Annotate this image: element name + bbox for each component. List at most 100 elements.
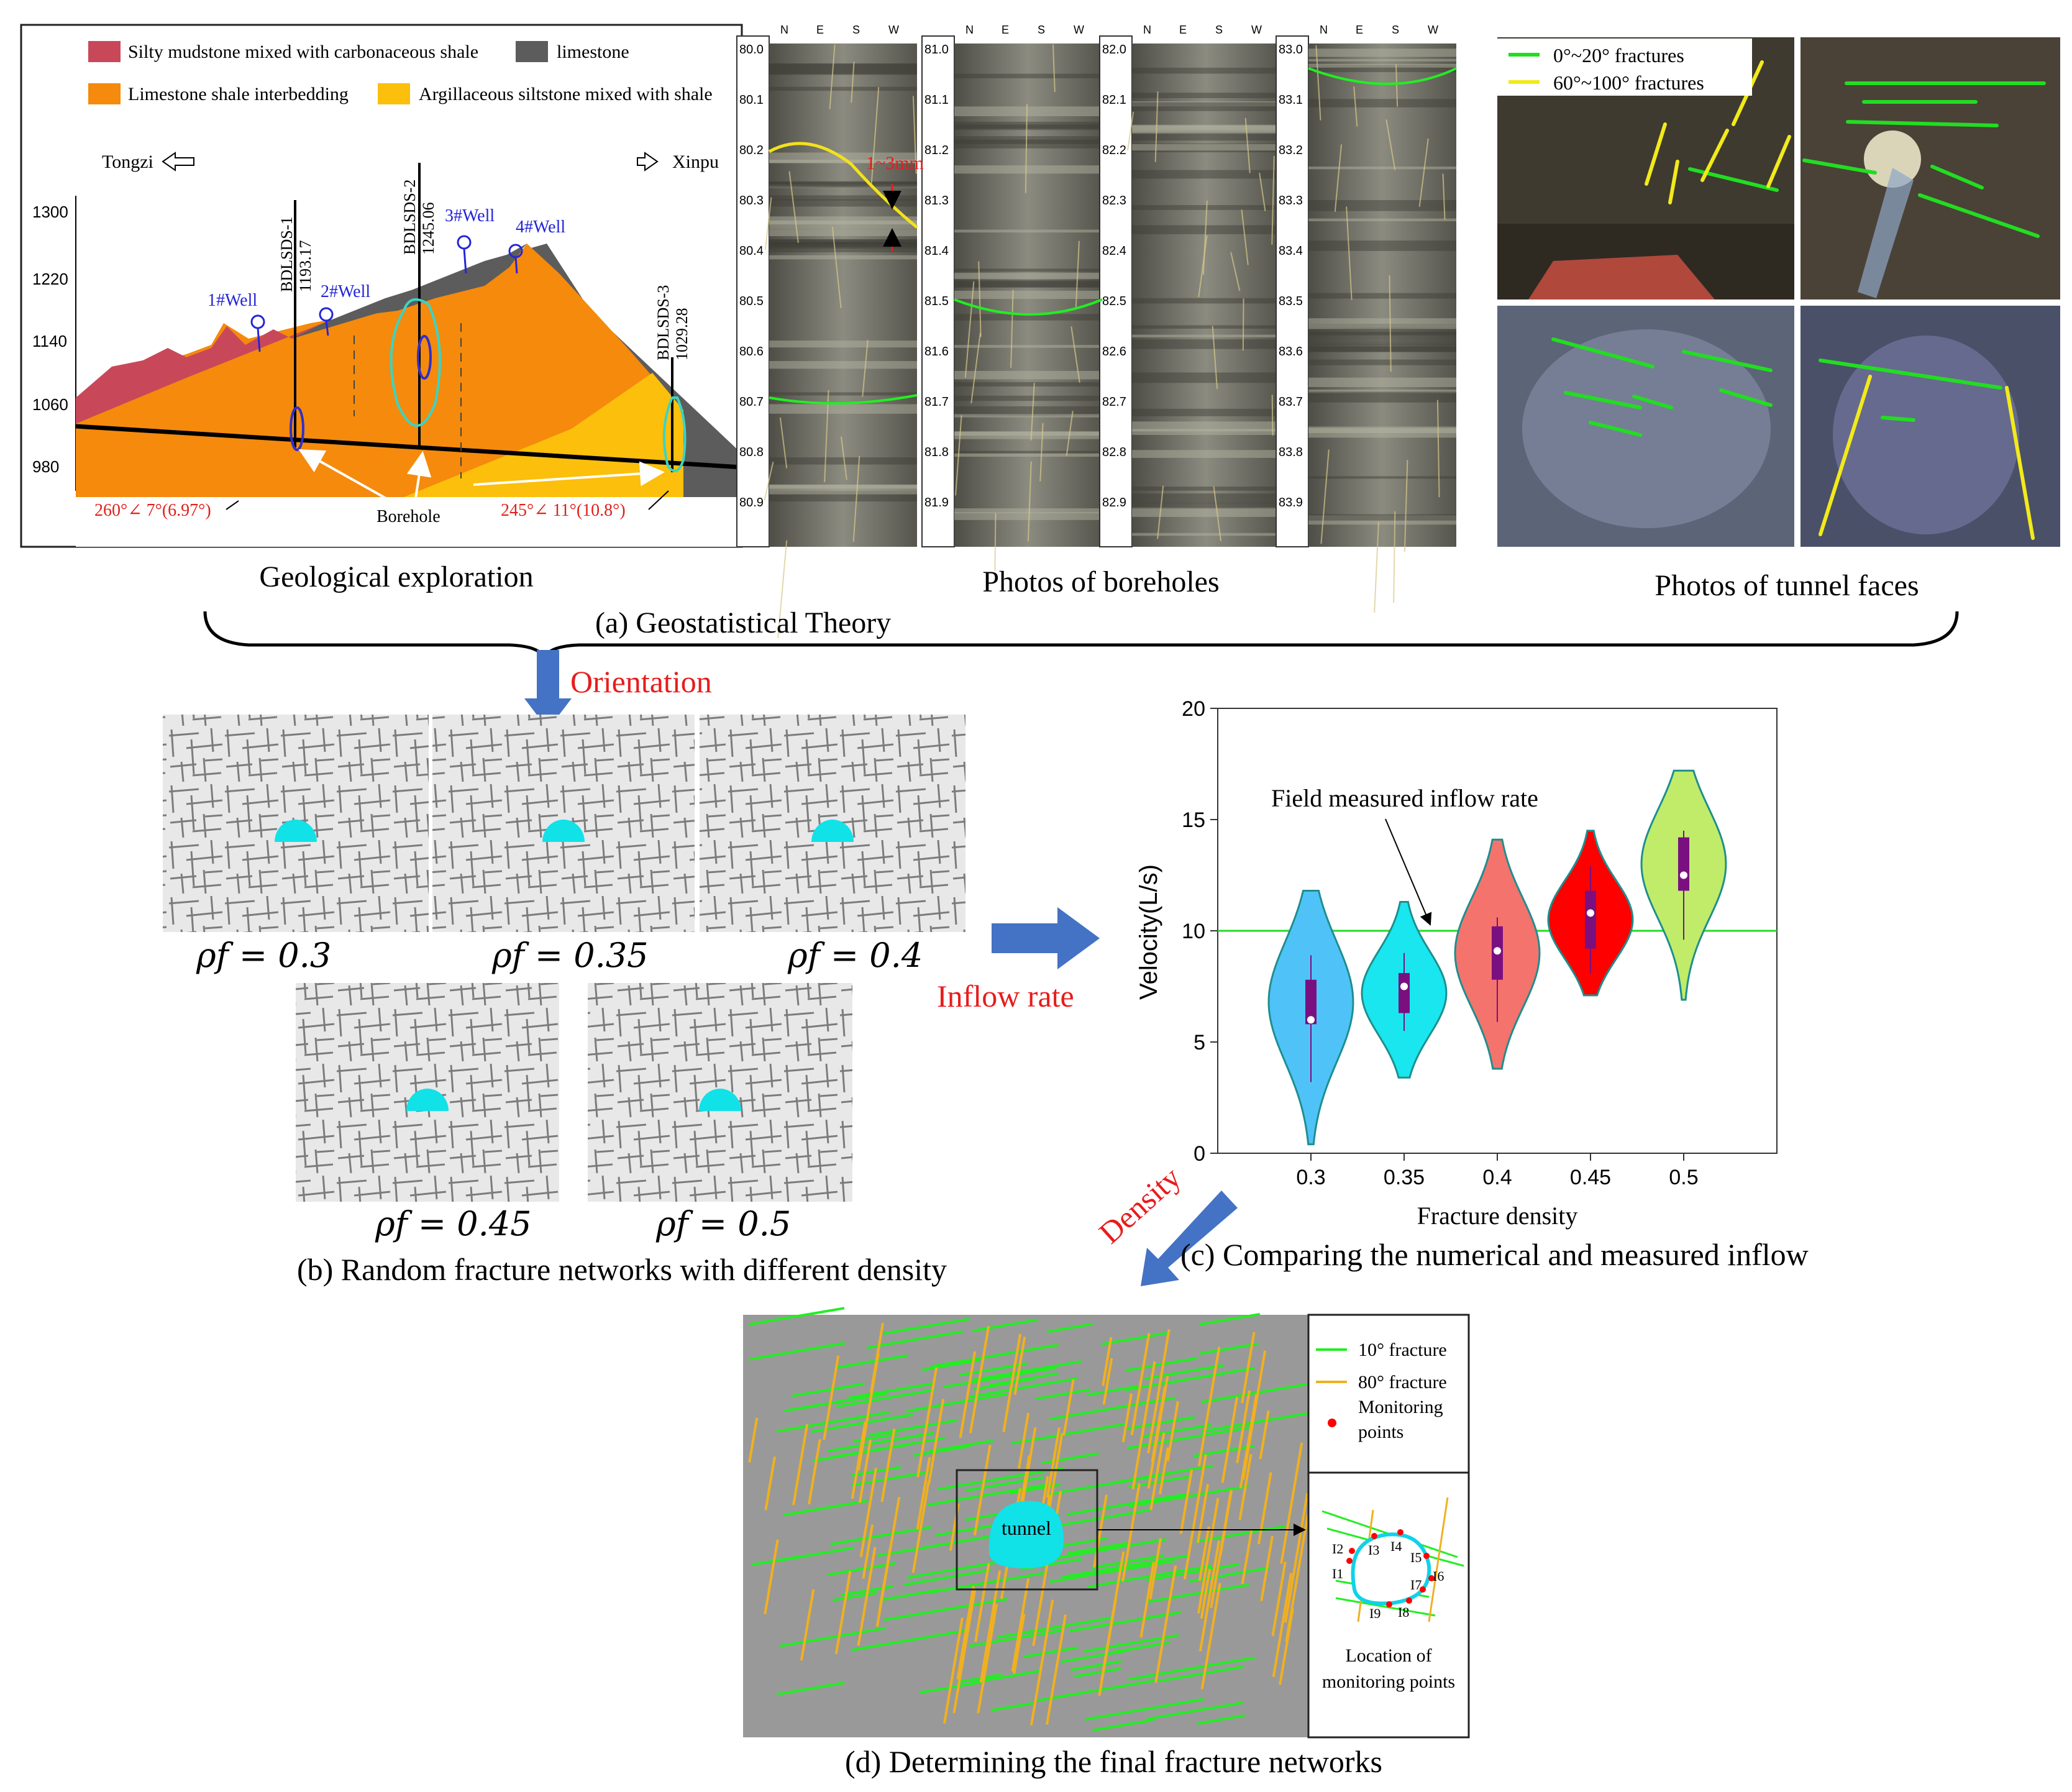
fracture-80deg [1046, 1427, 1061, 1498]
geology-caption: Geological exploration [259, 560, 533, 593]
fracture-80deg [1197, 1484, 1210, 1543]
depth-tick: 82.6 [1102, 345, 1126, 359]
monitoring-label-7: I7 [1410, 1577, 1422, 1593]
fracture-10deg [930, 1343, 1059, 1368]
fracture-10deg [1036, 1538, 1167, 1563]
fracture-10deg [1198, 1312, 1261, 1326]
fracture-80deg [1284, 1493, 1309, 1623]
inflow-arrow [992, 907, 1100, 969]
fracture-80deg [1221, 1396, 1239, 1483]
borehole-elev-1: 1193.17 [296, 240, 314, 292]
fracture-10deg [1189, 1566, 1270, 1583]
stratum-limestone-top [292, 244, 527, 339]
y-tick-label: 15 [1182, 808, 1205, 832]
x-tick-label: 0.3 [1296, 1166, 1325, 1189]
legend-label-monitoring: Monitoring [1358, 1397, 1443, 1417]
borehole-elev-2: 1245.06 [419, 203, 437, 255]
depth-tick: 83.3 [1279, 194, 1303, 208]
fracture-10deg [928, 1439, 994, 1453]
x-tick-label: 0.5 [1669, 1166, 1698, 1189]
depth-tick: 80.1 [739, 93, 764, 107]
fracture-80deg [1017, 1412, 1030, 1469]
compass-label: S [852, 24, 860, 36]
fracture-80deg [1002, 1333, 1022, 1432]
inset-fracture-80 [1428, 1497, 1449, 1622]
final-legend-box [1307, 1314, 1470, 1474]
elev-tick-1060: 1060 [32, 395, 68, 414]
monitoring-point-3 [1371, 1533, 1377, 1539]
depth-tick: 82.2 [1102, 144, 1126, 157]
fracture-80deg [1183, 1454, 1207, 1580]
compass-label: E [1356, 24, 1363, 36]
fracture-80deg [1149, 1432, 1166, 1511]
fracture-80deg [1062, 1379, 1075, 1436]
compass-label: W [1428, 24, 1438, 36]
tunnel-faces-caption: Photos of tunnel faces [1654, 569, 1919, 602]
fracture-10deg [997, 1616, 1115, 1639]
monitoring-point-5 [1423, 1553, 1430, 1559]
median-0.4 [1494, 947, 1501, 955]
fracture-10deg [828, 1432, 934, 1453]
fracture-10deg [1128, 1657, 1255, 1681]
fracture-10deg [776, 1681, 845, 1696]
depth-tick: 81.3 [924, 194, 949, 208]
fracture-80deg [878, 1546, 892, 1614]
compass-label: W [1251, 24, 1262, 36]
fracture-80deg [1241, 1530, 1253, 1584]
fracture-80deg [1197, 1497, 1220, 1614]
fracture-80deg [1259, 1410, 1270, 1460]
fracture-80deg [1121, 1393, 1133, 1443]
legend-label-10deg: 10° fracture [1358, 1340, 1447, 1360]
core-image-2 [954, 43, 1102, 547]
fracture-10deg [974, 1378, 1034, 1391]
fracture-80deg [1029, 1599, 1054, 1726]
fracture-80deg [1166, 1401, 1179, 1461]
fracture-80deg [1102, 1337, 1113, 1386]
panel-c-caption: (c) Comparing the numerical and measured… [1180, 1237, 1809, 1272]
fracture-80deg [1200, 1568, 1212, 1619]
tunnel-shape [275, 820, 317, 842]
tunnel-face-photos: 0°~20° fractures 60°~100° fractures [1497, 37, 2060, 547]
depth-tick: 80.3 [739, 194, 764, 208]
monitoring-label-1: I1 [1332, 1566, 1343, 1581]
density-arrow [1141, 1191, 1238, 1286]
tunnel-shape-d [988, 1501, 1064, 1568]
fracture-10deg [1144, 1583, 1249, 1604]
depth-tick: 82.5 [1102, 295, 1126, 308]
fracture-10deg [969, 1629, 1065, 1648]
monitoring-point-8 [1406, 1598, 1412, 1604]
fracture-80deg [1093, 1494, 1108, 1568]
depth-tick: 80.2 [739, 144, 764, 157]
fracture-80deg [1100, 1551, 1125, 1681]
fracture-10deg [1125, 1356, 1198, 1372]
panel-b-caption: (b) Random fracture networks with differ… [297, 1252, 947, 1287]
fracture-10deg [1070, 1660, 1121, 1671]
depth-tick: 81.9 [924, 496, 949, 510]
fracture-80deg [880, 1429, 896, 1502]
compass-label: N [1143, 24, 1151, 36]
fracture-80deg [1011, 1578, 1030, 1672]
fracture-10deg [749, 1342, 846, 1361]
fracture-80deg [1179, 1469, 1193, 1534]
fracture-10deg [779, 1627, 886, 1648]
depth-tick: 80.7 [739, 395, 764, 409]
orientation-label: Orientation [570, 664, 712, 699]
fracture-10deg [989, 1372, 1059, 1387]
legend-swatch-siltstone [378, 83, 410, 104]
fracture-80deg [1280, 1442, 1303, 1564]
fracture-10deg [1049, 1561, 1164, 1583]
fracture-80deg [1046, 1614, 1067, 1725]
fracture-80deg [862, 1524, 874, 1579]
geology-panel: Silty mudstone mixed with carbonaceous s… [20, 24, 743, 548]
x-axis-label: Fracture density [1417, 1202, 1578, 1230]
compass-label: E [1002, 24, 1009, 36]
fracture-10deg [836, 1388, 935, 1408]
fracture-80deg [977, 1604, 998, 1714]
depth-tick: 80.0 [739, 43, 764, 57]
fracture-80deg [1013, 1614, 1026, 1675]
borehole-name-3: BDLSDS-3 [654, 285, 672, 360]
legend-swatch-mudstone [88, 41, 121, 62]
fracture-10deg [1086, 1385, 1138, 1397]
box-0.45 [1585, 890, 1596, 949]
